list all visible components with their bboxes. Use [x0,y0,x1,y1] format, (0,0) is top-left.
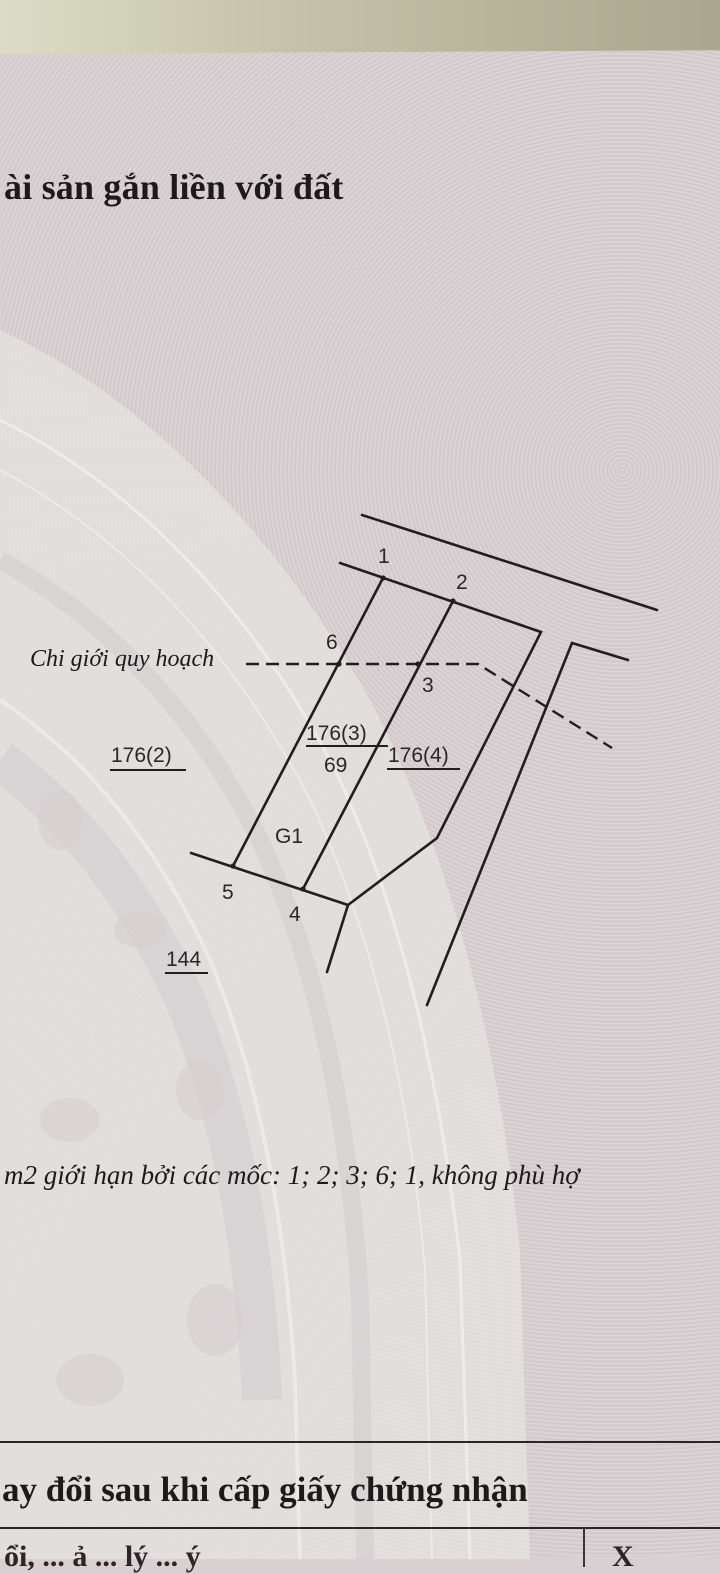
neighbor-parcel-144: 144 [166,948,201,971]
main-parcel-number: 176(3) [306,722,367,745]
neighbor-parcel-176-2: 176(2) [111,744,172,767]
road-edge-line [360,513,659,612]
point-label-3: 3 [422,674,434,697]
section-heading: ài sản gắn liền với đất [4,167,344,207]
table-header-rule [0,1527,720,1529]
area-boundary-caption: m2 giới hạn bởi các mốc: 1; 2; 3; 6; 1, … [4,1160,580,1190]
rear-boundary-line [189,851,350,974]
desk-surface [0,0,720,58]
planning-boundary-legend: Chi giới quy hoạch [30,646,215,672]
point-label-2: 2 [456,571,468,594]
planning-boundary-dashed-line [246,662,613,750]
parcel-side-1-5 [231,576,385,868]
table-header-right-partial: X [612,1540,634,1573]
point-label-5: 5 [222,881,234,904]
main-parcel-area: 69 [324,754,347,777]
table-top-rule [0,1441,720,1443]
table-column-divider [583,1527,585,1567]
point-label-1: 1 [378,545,390,568]
changes-section-title: ay đổi sau khi cấp giấy chứng nhận [2,1470,528,1509]
front-boundary-line [338,561,543,907]
land-use-code: G1 [275,825,303,848]
neighbor-parcel-176-4: 176(4) [388,744,449,767]
point-label-4: 4 [289,903,301,926]
point-label-6: 6 [326,631,338,654]
table-header-left-partial: ổi, ... ả ... lý ... ý [4,1540,201,1573]
right-boundary-line [425,641,630,1007]
